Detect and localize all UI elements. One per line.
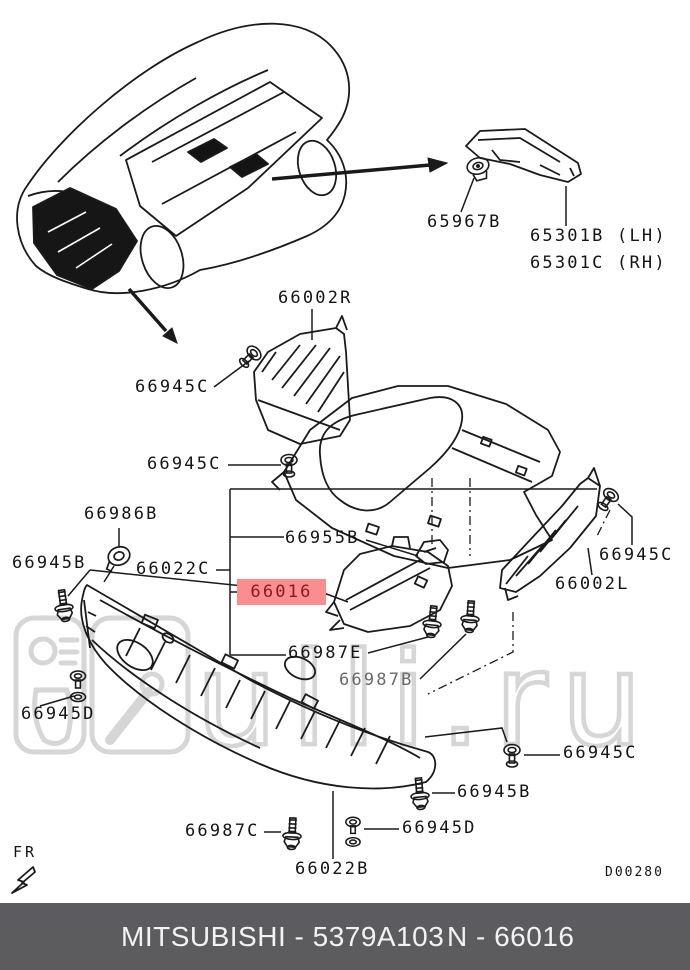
part-label-66022B[interactable]: 66022B: [295, 859, 370, 879]
part-label-66945B-left[interactable]: 66945B: [12, 553, 87, 573]
part-label-66987B[interactable]: 66987B: [339, 670, 414, 690]
clip-66945C-2: [280, 453, 298, 478]
part-label-66945C-right[interactable]: 66945C: [599, 545, 674, 565]
part-drawing-66022B: [80, 584, 437, 790]
part-label-66945D-left[interactable]: 66945D: [21, 704, 96, 724]
part-drawing-66002R: [253, 315, 351, 445]
part-drawing-66022C-panel: [271, 385, 561, 569]
fr-label: FR: [13, 843, 38, 861]
part-label-66945D-bottom[interactable]: 66945D: [402, 818, 477, 838]
part-label-66022C[interactable]: 66022C: [136, 559, 211, 579]
part-label-66945C-1[interactable]: 66945C: [135, 377, 210, 397]
part-drawing-66002L: [499, 467, 601, 601]
fasteners: [51, 156, 622, 851]
grommet-66945D-bottom: [345, 816, 361, 847]
footer-n-number: N - 66016: [447, 921, 575, 952]
part-drawing-66016: [325, 536, 453, 633]
watermark-text: ulli.ru: [196, 626, 656, 775]
part-label-65967B[interactable]: 65967B: [427, 212, 502, 232]
footer-bar: MITSUBISHI - 5379A103 N - 66016: [0, 903, 690, 970]
part-drawing-65301: [465, 128, 582, 183]
watermark-logo: [13, 615, 191, 755]
pointer-arrow-down: [127, 287, 178, 344]
floor-patch: [229, 153, 269, 178]
exploded-parts-drawing: ulli.ru: [11, 22, 656, 894]
grommet-65967B: [466, 156, 490, 182]
clip-66986B: [100, 542, 135, 574]
part-label-65301C-RH[interactable]: 65301C (RH): [530, 253, 667, 273]
part-label-66945C-2[interactable]: 66945C: [147, 454, 222, 474]
leader-lines: [39, 177, 633, 859]
car-sketch: [16, 22, 351, 295]
highlighted-part-label-66016[interactable]: 66016: [237, 579, 326, 605]
part-label-66002L[interactable]: 66002L: [555, 574, 630, 594]
alignment-lines: [427, 478, 611, 695]
footer-brand-part-number: MITSUBISHI - 5379A103: [121, 921, 445, 952]
car-undercover-dark: [32, 187, 138, 290]
floor-patch: [187, 138, 228, 163]
diagram-code: D00280: [605, 865, 664, 880]
part-label-66945C-bottom[interactable]: 66945C: [563, 743, 638, 763]
bolt-66987C: [281, 816, 303, 851]
part-label-66945B-bottom[interactable]: 66945B: [457, 782, 532, 802]
part-label-66955B[interactable]: 66955B: [285, 528, 360, 548]
fr-direction-arrow: [11, 866, 36, 894]
part-label-66987C[interactable]: 66987C: [185, 821, 260, 841]
part-label-66002R[interactable]: 66002R: [278, 288, 353, 308]
part-label-65301B-LH[interactable]: 65301B (LH): [530, 226, 667, 246]
pointer-arrow-right: [271, 157, 449, 181]
part-label-66986B[interactable]: 66986B: [84, 504, 159, 524]
part-label-66987E[interactable]: 66987E: [288, 643, 363, 663]
